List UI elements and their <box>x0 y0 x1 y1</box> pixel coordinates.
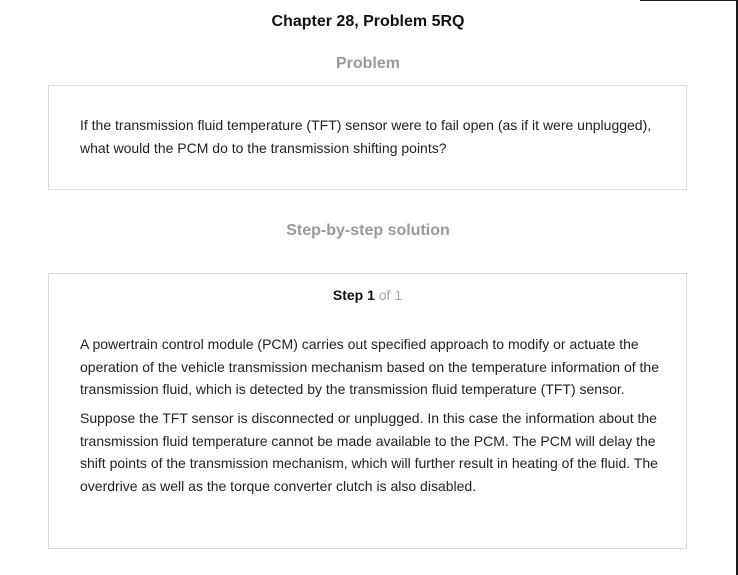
window-frame-top <box>640 0 738 1</box>
step-total: of 1 <box>378 287 403 303</box>
window-frame-right <box>736 0 738 575</box>
problem-card: If the transmission fluid temperature (T… <box>48 85 687 190</box>
step-number: Step 1 <box>332 287 375 303</box>
problem-heading: Problem <box>335 55 400 72</box>
step-indicator: Step 1 of 1 <box>49 287 686 303</box>
solution-paragraph: Suppose the TFT sensor is disconnected o… <box>80 410 658 494</box>
page-title: Chapter 28, Problem 5RQ <box>271 13 465 30</box>
solution-heading: Step-by-step solution <box>286 222 450 239</box>
solution-card: Step 1 of 1 A powertrain control module … <box>48 273 687 549</box>
solution-paragraph: A powertrain control module (PCM) carrie… <box>80 336 659 397</box>
problem-text: If the transmission fluid temperature (T… <box>80 117 652 156</box>
